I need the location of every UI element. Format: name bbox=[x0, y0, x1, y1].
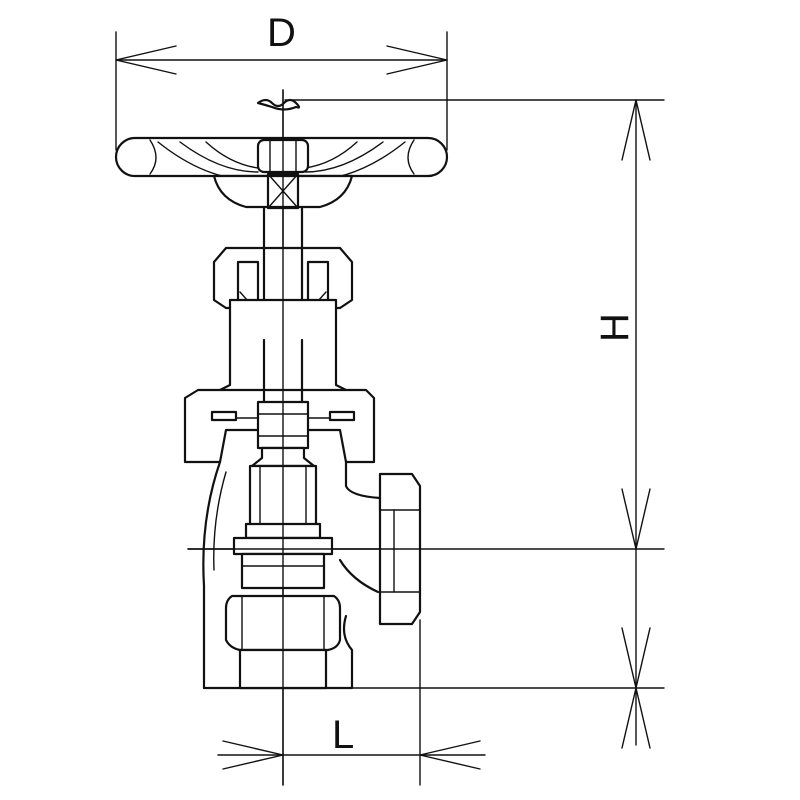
dimension-label-l: L bbox=[332, 713, 354, 757]
valve-body bbox=[202, 460, 382, 690]
arrowhead-h-top bbox=[621, 99, 651, 161]
bonnet-gasket-right bbox=[328, 410, 356, 422]
arrowhead-d-right bbox=[386, 45, 448, 75]
body-bottom bbox=[202, 614, 354, 690]
wheel-spoke-right-mid bbox=[304, 141, 358, 169]
body-left-wall bbox=[202, 460, 222, 690]
wheel-rim-left-end bbox=[149, 139, 157, 175]
bonnet-gasket-left bbox=[210, 410, 238, 422]
body-right-lower-wall bbox=[338, 558, 380, 594]
wheel-nut-cap bbox=[256, 98, 301, 111]
wheel-spoke-right-inner bbox=[304, 141, 384, 173]
body-right-wall bbox=[344, 460, 382, 512]
body-left-inner-wall bbox=[213, 471, 227, 571]
handwheel bbox=[114, 98, 449, 210]
arrowhead-d-left bbox=[115, 45, 177, 75]
arrowhead-l-right bbox=[419, 740, 481, 770]
wheel-spoke-left-inner bbox=[179, 141, 259, 173]
dimension-bottom bbox=[351, 548, 665, 749]
wheel-spoke-left-mid bbox=[205, 141, 259, 169]
dimension-label-d: D bbox=[267, 11, 296, 55]
arrowhead-bottom-down bbox=[621, 687, 651, 749]
dimension-label-h: H bbox=[593, 313, 637, 342]
dimension-d: D bbox=[115, 11, 448, 151]
wheel-rim-right-end bbox=[407, 139, 415, 175]
